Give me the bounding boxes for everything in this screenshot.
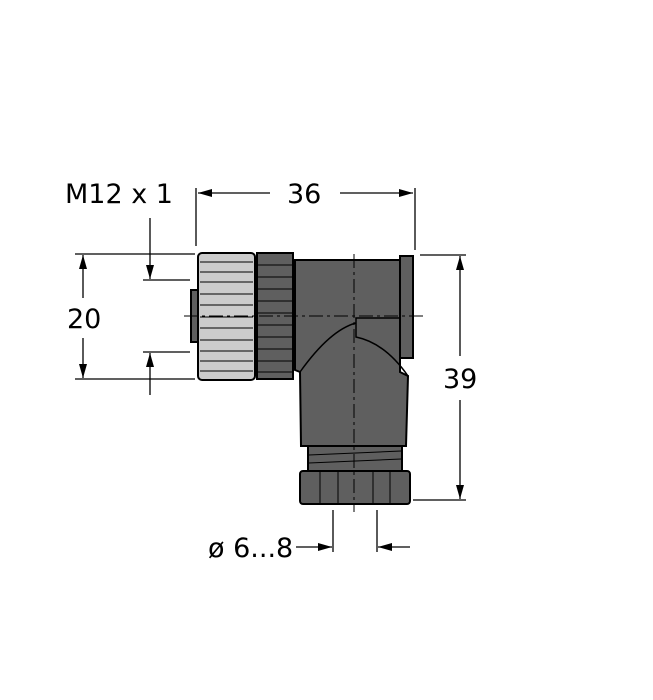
cable-thread <box>307 445 403 472</box>
dimension-lines <box>75 188 466 552</box>
angled-body <box>294 259 410 447</box>
nut-diameter-label: 20 <box>67 304 101 335</box>
knurl-lines <box>200 261 253 372</box>
cable-gland-nut <box>299 470 411 505</box>
grip-lines <box>258 264 292 373</box>
flange <box>399 255 414 359</box>
thread-label: M12 x 1 <box>65 179 173 210</box>
length-label: 36 <box>287 179 321 210</box>
height-label: 39 <box>443 364 477 395</box>
connector <box>190 252 414 505</box>
cable-diameter-label: ø 6...8 <box>208 533 293 564</box>
centerlines <box>184 254 425 512</box>
